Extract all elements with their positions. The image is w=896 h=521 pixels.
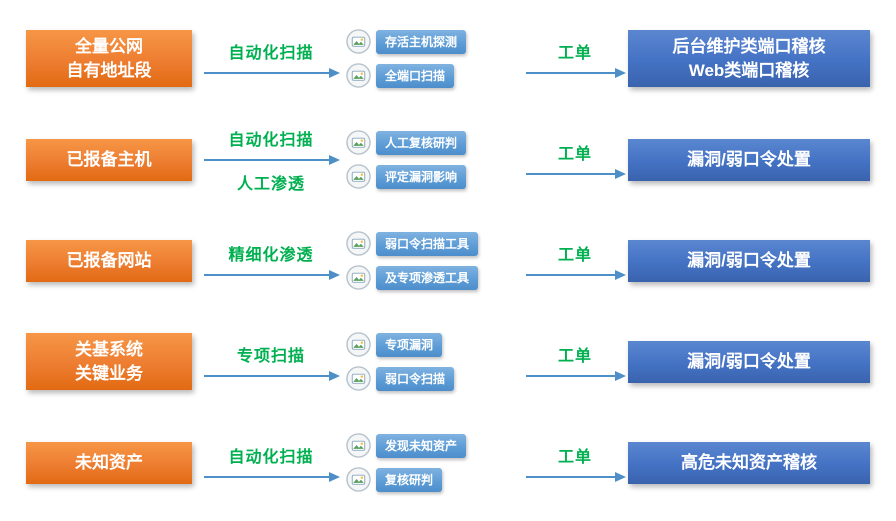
image-icon	[346, 231, 371, 256]
method-label: 自动化扫描	[228, 44, 314, 62]
method-label-secondary: 人工渗透	[236, 175, 305, 193]
flow-row: 关基系统 关键业务 专项扫描 专项漏洞 弱口令扫描 工单	[26, 311, 882, 412]
arrow-right-icon	[203, 273, 339, 276]
workorder-arrow-group: 工单	[522, 443, 628, 483]
tool-label: 及专项渗透工具	[376, 265, 479, 290]
arrow-right-icon	[526, 172, 624, 175]
method-label: 自动化扫描	[228, 448, 314, 466]
workorder-label: 工单	[557, 44, 592, 62]
flow-row: 已报备主机 自动化扫描 人工渗透 人工复核研判 评定漏洞影响 工单	[26, 109, 882, 210]
flow-row: 已报备网站 精细化渗透 弱口令扫描工具 及专项渗透工具 工单	[26, 210, 882, 311]
workorder-label: 工单	[557, 347, 592, 365]
tool-item: 评定漏洞影响	[346, 164, 522, 189]
result-box: 高危未知资产稽核	[628, 441, 870, 484]
tool-label: 复核研判	[376, 467, 443, 492]
method-arrow-group: 精细化渗透	[198, 241, 344, 281]
tools-group: 存活主机探测 全端口扫描	[344, 29, 522, 88]
tools-group: 人工复核研判 评定漏洞影响	[344, 130, 522, 189]
method-arrow-group: 自动化扫描	[198, 443, 344, 483]
tool-label: 人工复核研判	[376, 130, 467, 155]
workorder-label: 工单	[557, 145, 592, 163]
tool-label: 弱口令扫描工具	[376, 231, 479, 256]
workorder-label: 工单	[557, 246, 592, 264]
tool-item: 全端口扫描	[346, 63, 522, 88]
result-box: 漏洞/弱口令处置	[628, 239, 870, 282]
image-icon	[346, 130, 371, 155]
workorder-arrow-group: 工单	[522, 342, 628, 382]
arrow-right-icon	[526, 475, 624, 478]
image-icon	[346, 265, 371, 290]
source-box: 全量公网 自有地址段	[26, 29, 192, 88]
tool-label: 发现未知资产	[376, 433, 467, 458]
method-label: 专项扫描	[236, 347, 305, 365]
arrow-right-icon	[203, 475, 339, 478]
image-icon	[346, 63, 371, 88]
image-icon	[346, 467, 371, 492]
image-icon	[346, 164, 371, 189]
tool-label: 评定漏洞影响	[376, 164, 467, 189]
method-label: 自动化扫描	[228, 131, 314, 149]
source-box: 已报备主机	[26, 138, 192, 181]
tool-item: 及专项渗透工具	[346, 265, 522, 290]
tool-item: 专项漏洞	[346, 332, 522, 357]
method-arrow-group: 自动化扫描	[198, 39, 344, 79]
tool-label: 弱口令扫描	[376, 366, 455, 391]
tool-item: 弱口令扫描	[346, 366, 522, 391]
source-box: 已报备网站	[26, 239, 192, 282]
flow-row: 全量公网 自有地址段 自动化扫描 存活主机探测 全端口扫描 工单	[26, 8, 882, 109]
tools-group: 专项漏洞 弱口令扫描	[344, 332, 522, 391]
tools-group: 发现未知资产 复核研判	[344, 433, 522, 492]
arrow-right-icon	[526, 273, 624, 276]
method-arrow-group: 自动化扫描 人工渗透	[198, 126, 344, 194]
source-box: 未知资产	[26, 441, 192, 484]
image-icon	[346, 332, 371, 357]
workorder-label: 工单	[557, 448, 592, 466]
tool-item: 发现未知资产	[346, 433, 522, 458]
arrow-right-icon	[203, 71, 339, 74]
method-arrow-group: 专项扫描	[198, 342, 344, 382]
image-icon	[346, 366, 371, 391]
image-icon	[346, 433, 371, 458]
workorder-arrow-group: 工单	[522, 241, 628, 281]
flow-row: 未知资产 自动化扫描 发现未知资产 复核研判 工单	[26, 412, 882, 513]
tool-label: 全端口扫描	[376, 63, 455, 88]
arrow-right-icon	[203, 374, 339, 377]
tool-item: 弱口令扫描工具	[346, 231, 522, 256]
tools-group: 弱口令扫描工具 及专项渗透工具	[344, 231, 522, 290]
image-icon	[346, 29, 371, 54]
workorder-arrow-group: 工单	[522, 39, 628, 79]
tool-item: 人工复核研判	[346, 130, 522, 155]
source-box: 关基系统 关键业务	[26, 332, 192, 391]
arrow-right-icon	[203, 158, 339, 161]
result-box: 漏洞/弱口令处置	[628, 138, 870, 181]
result-box: 后台维护类端口稽核 Web类端口稽核	[628, 29, 870, 88]
arrow-right-icon	[526, 71, 624, 74]
tool-label: 专项漏洞	[376, 332, 443, 357]
tool-label: 存活主机探测	[376, 29, 467, 54]
tool-item: 存活主机探测	[346, 29, 522, 54]
tool-item: 复核研判	[346, 467, 522, 492]
arrow-right-icon	[526, 374, 624, 377]
result-box: 漏洞/弱口令处置	[628, 340, 870, 383]
workorder-arrow-group: 工单	[522, 140, 628, 180]
method-label: 精细化渗透	[228, 246, 314, 264]
